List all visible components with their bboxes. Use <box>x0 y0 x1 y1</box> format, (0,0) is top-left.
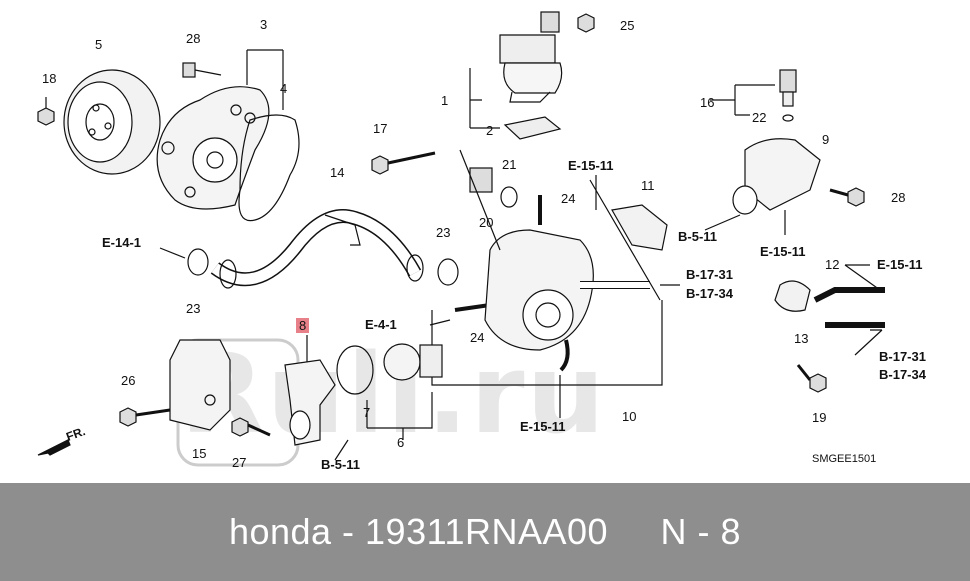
o-ring-part-23-right <box>437 258 459 286</box>
bolt-part-28-right <box>829 187 865 207</box>
bolt-part-18 <box>37 97 55 126</box>
callout-9: 9 <box>822 132 830 147</box>
callout-2: 2 <box>486 123 494 138</box>
callout-6: 6 <box>397 435 405 450</box>
ref-e-15-11-top: E-15-11 <box>568 158 614 173</box>
gasket-part-4 <box>238 114 300 222</box>
callout-22: 22 <box>752 110 767 125</box>
parts-diagram: Ruli.ru <box>37 11 926 472</box>
ref-b-17-31-a: B-17-31 <box>686 267 733 282</box>
callout-12: 12 <box>825 257 840 272</box>
callout-10: 10 <box>622 409 637 424</box>
callout-5: 5 <box>95 37 103 52</box>
callout-16: 16 <box>700 95 715 110</box>
o-ring-part-23-left <box>187 248 209 276</box>
callout-13: 13 <box>794 331 809 346</box>
callout-20: 20 <box>479 215 494 230</box>
thermostat-part-6 <box>383 343 443 381</box>
pipe-part-12-13 <box>774 280 885 328</box>
reference-arrows <box>159 175 883 461</box>
nut-part-25 <box>577 13 595 33</box>
callout-1: 1 <box>441 93 449 108</box>
bracket-part-15 <box>169 339 231 431</box>
sensor-part-16 <box>779 69 797 107</box>
callout-28-right: 28 <box>891 190 906 205</box>
pulley-part-5 <box>63 69 161 175</box>
drawing-code: SMGEE1501 <box>812 453 877 465</box>
washer-part-22 <box>782 114 794 122</box>
callout-19: 19 <box>812 410 827 425</box>
leader-lines-6-7 <box>366 392 433 440</box>
water-outlet-part-9 <box>732 138 821 215</box>
callout-15: 15 <box>192 446 207 461</box>
callout-23-left: 23 <box>186 301 201 316</box>
ref-b-17-34-a: B-17-34 <box>686 286 733 301</box>
callout-25: 25 <box>620 18 635 33</box>
hose-part-14 <box>210 209 424 289</box>
gasket-part-7 <box>336 345 374 395</box>
leader-lines-1-2 <box>469 68 500 129</box>
ref-e-15-11-right: E-15-11 <box>760 244 806 259</box>
ref-b-17-34-b: B-17-34 <box>879 367 926 382</box>
egr-valve-part-1 <box>499 11 563 103</box>
thermostat-housing-part-10 <box>484 229 650 372</box>
ref-e-4-1: E-4-1 <box>365 317 397 332</box>
thermostat-cover-part-8 <box>284 359 336 446</box>
callout-24-top: 24 <box>561 191 576 206</box>
callout-27: 27 <box>232 455 247 470</box>
callout-21: 21 <box>502 157 517 172</box>
callout-17: 17 <box>373 121 388 136</box>
ref-e-14-1: E-14-1 <box>102 235 142 250</box>
ref-e-15-11-bottom: E-15-11 <box>520 419 566 434</box>
callout-24-bottom: 24 <box>470 330 485 345</box>
callout-11: 11 <box>641 178 655 193</box>
callout-18: 18 <box>42 71 57 86</box>
leader-line-17 <box>459 149 501 251</box>
front-arrow <box>37 439 71 456</box>
footer-bar: honda - 19311RNAA00 N - 8 <box>0 483 970 581</box>
leader-lines-3-4 <box>246 49 284 110</box>
gasket-part-2 <box>503 116 562 140</box>
bolt-part-26 <box>119 407 171 427</box>
callout-7: 7 <box>363 405 371 420</box>
stud-part-24-lower <box>454 303 491 312</box>
callout-8-highlighted: 8 <box>296 318 310 333</box>
water-pump-part-3 <box>156 86 270 210</box>
bolt-part-28-top <box>182 62 222 78</box>
bolt-part-19 <box>796 364 827 393</box>
gasket-part-11 <box>611 204 668 251</box>
callout-14: 14 <box>330 165 345 180</box>
ref-e-15-11-far-right: E-15-11 <box>877 257 923 272</box>
ref-b-5-11-right: B-5-11 <box>678 229 718 244</box>
diagram-drawing <box>37 11 885 467</box>
bolt-part-17 <box>371 151 436 175</box>
callout-28-top: 28 <box>186 31 201 46</box>
ref-b-5-11-bottom: B-5-11 <box>321 457 361 472</box>
plug-part-20-21 <box>469 167 518 208</box>
callout-26: 26 <box>121 373 136 388</box>
leader-lines-16-22 <box>710 84 775 116</box>
bolt-part-27 <box>231 417 271 437</box>
callout-3: 3 <box>260 17 268 32</box>
callout-4: 4 <box>280 81 288 96</box>
callout-23-right: 23 <box>436 225 451 240</box>
ref-b-17-31-b: B-17-31 <box>879 349 926 364</box>
footer-part-title: honda - 19311RNAA00 N - 8 <box>228 511 742 552</box>
